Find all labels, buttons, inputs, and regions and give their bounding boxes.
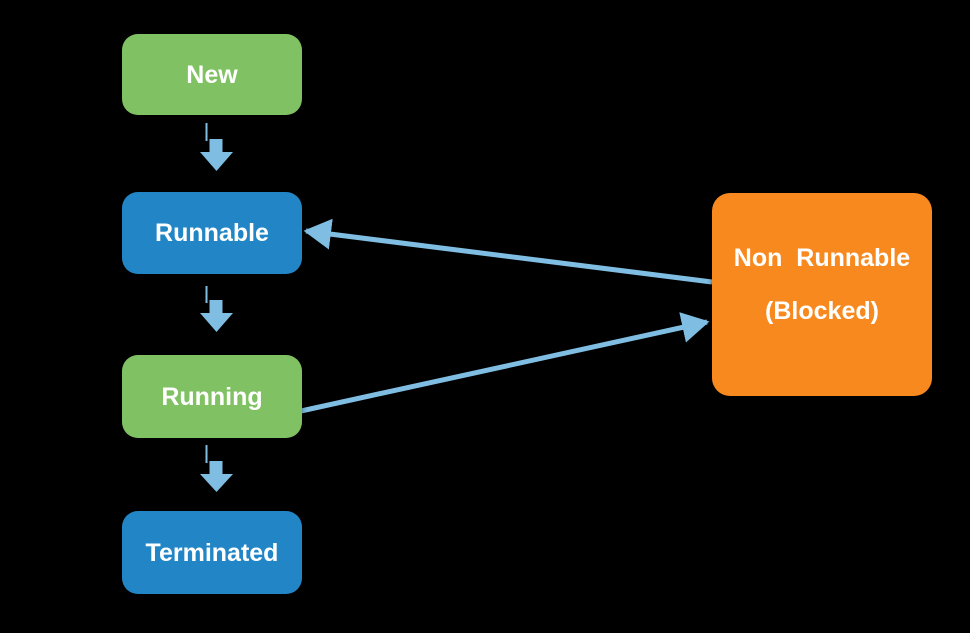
node-terminated-label: Terminated (145, 538, 279, 567)
connector-lead-line (205, 445, 208, 463)
node-terminated: Terminated (122, 511, 302, 594)
connector-running-to-terminated (200, 445, 233, 492)
connector-lead-line (205, 286, 208, 303)
down-block-arrow-icon (200, 461, 233, 492)
node-runnable-label: Runnable (155, 219, 269, 247)
down-block-arrow-icon (200, 300, 233, 332)
node-running: Running (122, 355, 302, 438)
node-non-runnable-label-line1: Non Runnable (733, 244, 911, 272)
node-running-label: Running (161, 382, 263, 411)
connector-lead-line (205, 123, 208, 141)
node-non-runnable: Non Runnable (Blocked) (712, 193, 932, 396)
down-block-arrow-icon (200, 139, 233, 171)
node-new-label: New (186, 60, 238, 89)
node-non-runnable-label-line2: (Blocked) (765, 297, 879, 325)
arrow-running-to-nonrunnable (300, 312, 710, 414)
connector-runnable-to-running (200, 286, 233, 332)
connector-new-to-runnable (200, 123, 233, 171)
node-runnable: Runnable (122, 192, 302, 274)
arrow-nonrunnable-to-runnable (303, 218, 713, 285)
node-new: New (122, 34, 302, 115)
